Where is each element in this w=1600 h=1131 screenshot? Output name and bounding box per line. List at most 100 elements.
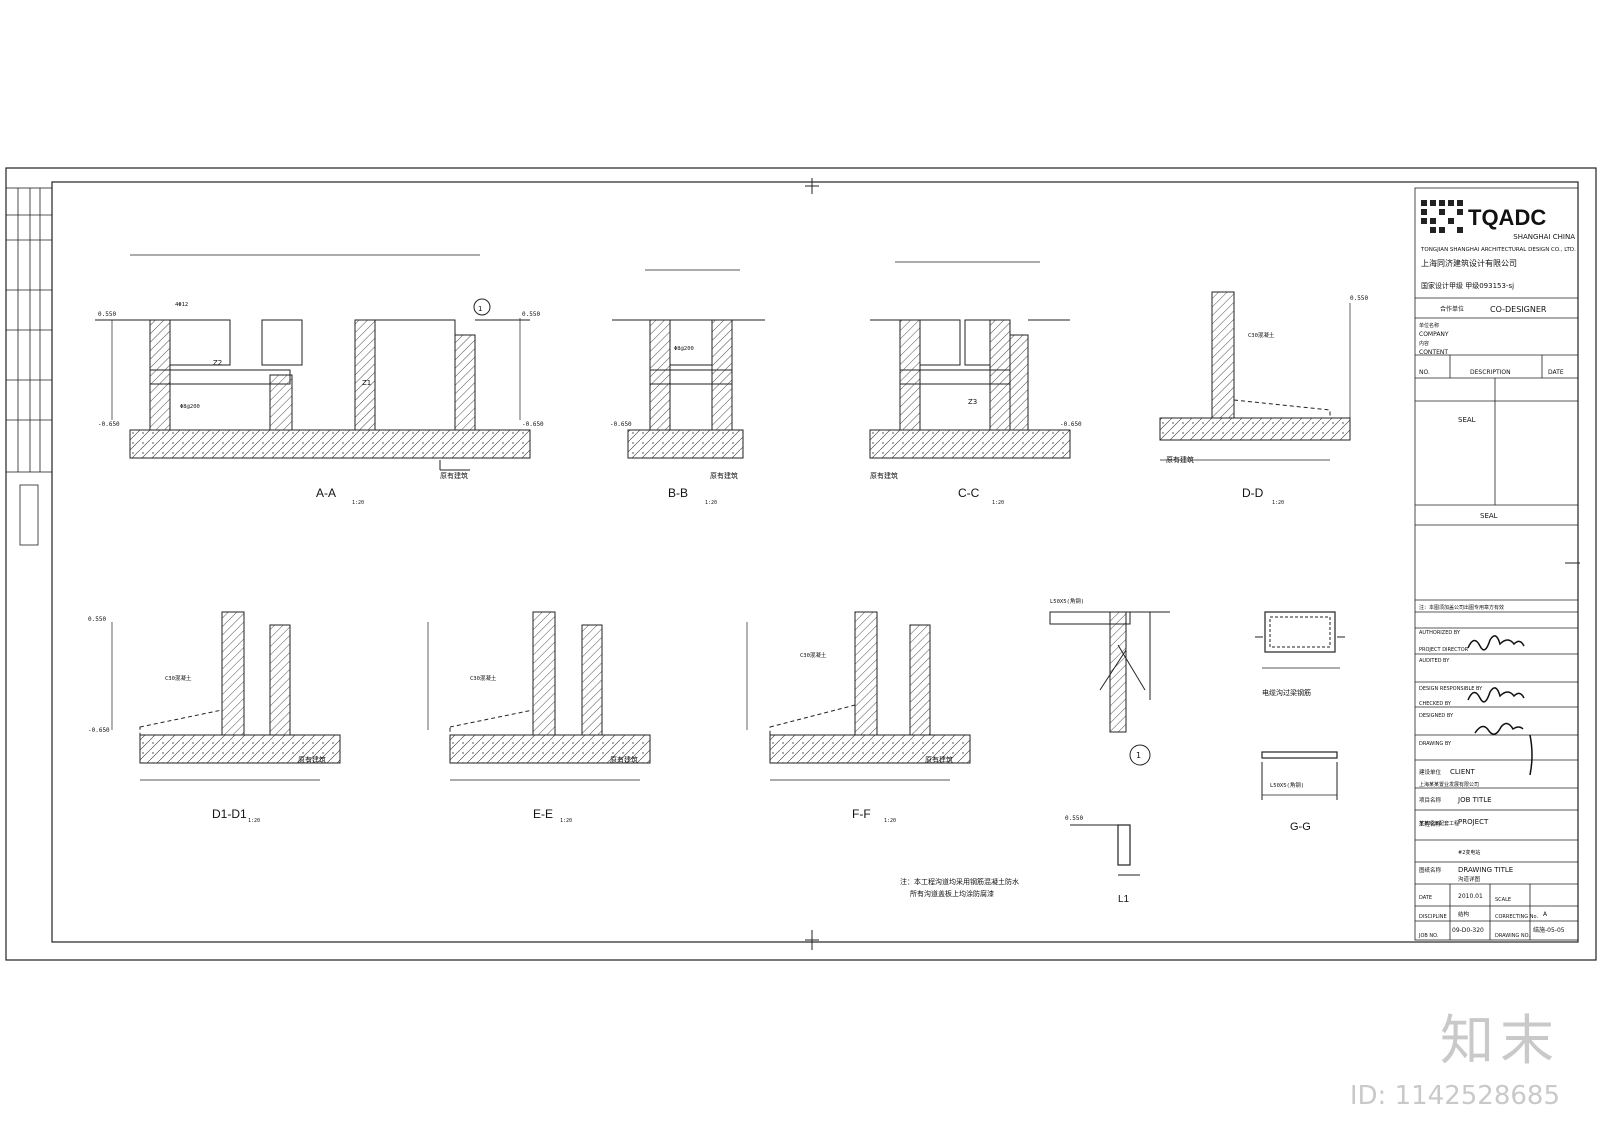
- company-label: COMPANY: [1419, 331, 1449, 338]
- aa-title: A-A: [316, 486, 336, 500]
- ff-ground-label: 原有建筑: [925, 755, 953, 764]
- drawing-by-label: DRAWING BY: [1419, 741, 1452, 747]
- drawing-no-label: DRAWING NO.: [1495, 933, 1530, 939]
- dd-top-level: 0.550: [1350, 295, 1368, 302]
- discipline-value: 结构: [1458, 910, 1470, 918]
- ff-concrete: C30混凝土: [800, 651, 827, 659]
- d1-top-level: 0.550: [88, 616, 106, 623]
- aa-ground-label: 原有建筑: [440, 471, 468, 480]
- designed-label: DESIGNED BY: [1419, 713, 1454, 719]
- d1-bottom-level: -0.650: [88, 727, 110, 734]
- aa-stirrup: Φ8@200: [180, 404, 200, 410]
- aa-rebar: 4Φ12: [175, 302, 188, 308]
- date-label: DATE: [1419, 895, 1432, 901]
- watermark: 知末 ID: 1142528685: [1350, 996, 1560, 1111]
- project-value: #2变电站: [1458, 849, 1480, 856]
- bb-ground-label: 原有建筑: [710, 471, 738, 480]
- note-line-2: 所有沟道盖板上均涂防腐漆: [910, 889, 994, 898]
- project-cn: 工程名称: [1419, 820, 1442, 828]
- content-label: CONTENT: [1419, 349, 1448, 356]
- date-col-label: DATE: [1548, 369, 1564, 376]
- job-cn: 项目名称: [1419, 796, 1442, 804]
- cc-title: C-C: [958, 486, 980, 500]
- bb-scale: 1:20: [705, 500, 717, 506]
- section-cc: [869, 261, 1071, 459]
- l1-top-level: 0.550: [1065, 815, 1083, 822]
- detail1-label: 1: [1136, 751, 1141, 760]
- note-line-1: 注：本工程沟道均采用钢筋混凝土防水: [900, 877, 1019, 886]
- detail-l1: [1070, 824, 1140, 876]
- logo-city: SHANGHAI CHINA: [1513, 233, 1575, 241]
- job-no-label: JOB NO.: [1418, 933, 1439, 939]
- dd-scale: 1:20: [1272, 500, 1284, 506]
- gg-title: G-G: [1290, 821, 1311, 833]
- gg-angle: L50X5(角钢): [1270, 781, 1304, 789]
- aa-top-level: 0.550: [522, 311, 540, 318]
- ee-title: E-E: [533, 807, 553, 821]
- d1-title: D1-D1: [212, 807, 247, 821]
- no-label: NO.: [1419, 369, 1430, 376]
- company-cn: 上海同济建筑设计有限公司: [1421, 258, 1517, 268]
- section-aa: [95, 254, 531, 471]
- aa-left-top-level: 0.550: [98, 311, 116, 318]
- section-dd: [1159, 291, 1351, 461]
- logo-text: TQADC: [1468, 205, 1546, 230]
- aa-z1: Z1: [362, 379, 371, 387]
- dd-concrete: C30混凝土: [1248, 331, 1275, 339]
- version-value: A: [1543, 911, 1548, 918]
- detail1-angle: L50X5(角钢): [1050, 597, 1084, 605]
- watermark-id: ID: 1142528685: [1349, 1081, 1560, 1111]
- drawing-title-label: DRAWING TITLE: [1458, 866, 1513, 874]
- audited-label: AUDITED BY: [1419, 658, 1450, 664]
- cc-bottom-level: -0.650: [1060, 421, 1082, 428]
- project-label: PROJECT: [1458, 818, 1489, 826]
- beam-detail-title: 电缆沟过梁钢筋: [1262, 688, 1311, 697]
- authorized-label: AUTHORIZED BY: [1419, 630, 1461, 636]
- job-value: 某某项目配套工程: [1419, 820, 1459, 827]
- left-stamp-strip: [5, 187, 53, 546]
- co-designer: CO-DESIGNER: [1490, 305, 1547, 314]
- scale-label: SCALE: [1495, 897, 1511, 903]
- section-d1: [111, 611, 341, 781]
- bb-stirrup: Φ8@200: [674, 346, 694, 352]
- design-resp-label: DESIGN RESPONSIBLE BY: [1419, 686, 1483, 692]
- bb-bottom-level: -0.650: [610, 421, 632, 428]
- section-ff: [746, 611, 971, 781]
- cc-ground-label: 原有建筑: [870, 471, 898, 480]
- aa-detail-ref: 1: [478, 305, 482, 313]
- d1-concrete: C30混凝土: [165, 674, 192, 682]
- drawing-no-value: 结施-05-05: [1533, 926, 1565, 934]
- detail-1: [1049, 611, 1170, 766]
- section-gg: [1261, 751, 1338, 800]
- ff-title: F-F: [852, 807, 871, 821]
- drawing-title-value: 沟道详图: [1458, 875, 1481, 883]
- ee-ground-label: 原有建筑: [610, 755, 638, 764]
- section-bb: [612, 269, 765, 459]
- watermark-brand: 知末: [1440, 1009, 1560, 1072]
- aa-left-level: -0.650: [98, 421, 120, 428]
- co-designer-cn: 合作单位: [1440, 305, 1464, 313]
- seal-label-1: SEAL: [1458, 416, 1476, 424]
- aa-scale: 1:20: [352, 500, 364, 506]
- description-label: DESCRIPTION: [1470, 369, 1511, 376]
- signature: [1467, 635, 1533, 776]
- sheet-border: [5, 167, 1597, 961]
- date-value: 2010.01: [1458, 893, 1483, 900]
- dd-ground-label: 原有建筑: [1166, 455, 1194, 464]
- company-en: TONGJIAN SHANGHAI ARCHITECTURAL DESIGN C…: [1420, 247, 1576, 253]
- cert-text: 国家设计甲级 甲级093153-sj: [1421, 281, 1514, 290]
- title-note: 注：本图须加盖公司出图专用章方有效: [1419, 604, 1504, 611]
- content-cn: 内容: [1419, 340, 1429, 347]
- project-director-label: PROJECT DIRECTOR: [1419, 647, 1469, 653]
- title-block: [1414, 187, 1579, 941]
- cc-scale: 1:20: [992, 500, 1004, 506]
- aa-z2: Z2: [213, 359, 222, 367]
- seal-label-2: SEAL: [1480, 512, 1498, 520]
- cc-z3: Z3: [968, 398, 977, 406]
- ee-scale: 1:20: [560, 818, 572, 824]
- bb-title: B-B: [668, 486, 688, 500]
- dd-title: D-D: [1242, 486, 1264, 500]
- job-label: JOB TITLE: [1457, 796, 1492, 804]
- client-value: 上海某某置业发展有限公司: [1419, 781, 1479, 788]
